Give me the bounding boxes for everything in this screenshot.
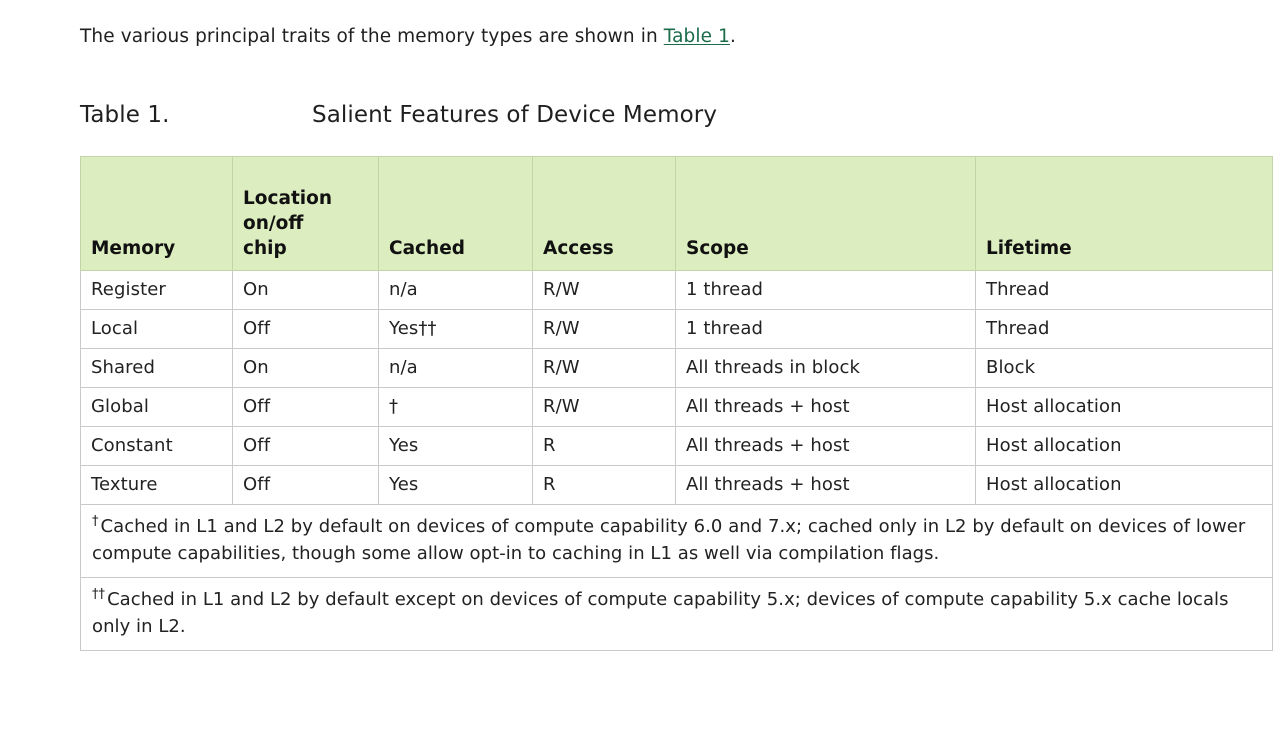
- column-header-access-label: Access: [543, 238, 614, 259]
- intro-text-before: The various principal traits of the memo…: [80, 25, 664, 47]
- table-container: Memory Location on/off chip Cached Acces…: [80, 156, 1273, 651]
- cell-lifetime: Block: [975, 348, 1273, 388]
- column-header-memory: Memory: [80, 156, 233, 271]
- column-header-cached: Cached: [378, 156, 533, 271]
- table-footnote-row: ††Cached in L1 and L2 by default except …: [80, 577, 1273, 651]
- table-row: Texture Off Yes R All threads + host Hos…: [80, 465, 1273, 505]
- footnote-marker-double-dagger: ††: [92, 587, 106, 602]
- footnote-dagger-text: Cached in L1 and L2 by default on device…: [92, 516, 1246, 564]
- cell-location: Off: [232, 309, 379, 349]
- cell-lifetime: Host allocation: [975, 387, 1273, 427]
- table-header: Memory Location on/off chip Cached Acces…: [80, 156, 1273, 271]
- column-header-memory-label: Memory: [91, 238, 176, 259]
- cell-cached: Yes: [378, 465, 533, 505]
- column-header-cached-label: Cached: [389, 238, 465, 259]
- column-header-scope-label: Scope: [686, 238, 749, 259]
- intro-paragraph: The various principal traits of the memo…: [80, 24, 736, 50]
- cell-access: R/W: [532, 309, 676, 349]
- table-row: Shared On n/a R/W All threads in block B…: [80, 348, 1273, 388]
- column-header-location: Location on/off chip: [232, 156, 379, 271]
- cell-scope: All threads in block: [675, 348, 976, 388]
- cell-scope: 1 thread: [675, 309, 976, 349]
- column-header-scope: Scope: [675, 156, 976, 271]
- cell-scope: All threads + host: [675, 426, 976, 466]
- cell-access: R/W: [532, 387, 676, 427]
- cell-access: R: [532, 465, 676, 505]
- cell-cached: Yes††: [378, 309, 533, 349]
- footnote-dagger: †Cached in L1 and L2 by default on devic…: [80, 504, 1273, 578]
- cell-scope: All threads + host: [675, 465, 976, 505]
- column-header-lifetime-label: Lifetime: [986, 238, 1072, 259]
- cell-location: Off: [232, 465, 379, 505]
- table-header-row: Memory Location on/off chip Cached Acces…: [80, 156, 1273, 271]
- cell-location: Off: [232, 387, 379, 427]
- cell-cached: Yes: [378, 426, 533, 466]
- cell-memory: Global: [80, 387, 233, 427]
- cell-memory: Texture: [80, 465, 233, 505]
- cell-access: R/W: [532, 348, 676, 388]
- cell-cached: †: [378, 387, 533, 427]
- cell-cached: n/a: [378, 270, 533, 310]
- table-body: Register On n/a R/W 1 thread Thread Loca…: [80, 270, 1273, 651]
- cell-lifetime: Host allocation: [975, 426, 1273, 466]
- cell-memory: Shared: [80, 348, 233, 388]
- column-header-access: Access: [532, 156, 676, 271]
- column-header-lifetime: Lifetime: [975, 156, 1273, 271]
- table-caption-title: Salient Features of Device Memory: [312, 102, 718, 128]
- footnote-marker-dagger: †: [92, 514, 99, 529]
- cell-memory: Register: [80, 270, 233, 310]
- footnote-double-dagger-text: Cached in L1 and L2 by default except on…: [92, 589, 1229, 637]
- table-1-link[interactable]: Table 1: [663, 25, 730, 47]
- table-caption-number: Table 1.: [80, 102, 170, 128]
- cell-memory: Constant: [80, 426, 233, 466]
- cell-access: R/W: [532, 270, 676, 310]
- table-row: Constant Off Yes R All threads + host Ho…: [80, 426, 1273, 466]
- cell-memory: Local: [80, 309, 233, 349]
- device-memory-table: Memory Location on/off chip Cached Acces…: [80, 156, 1273, 651]
- cell-lifetime: Host allocation: [975, 465, 1273, 505]
- table-row: Register On n/a R/W 1 thread Thread: [80, 270, 1273, 310]
- cell-access: R: [532, 426, 676, 466]
- column-header-location-line2: on/off: [243, 213, 304, 234]
- cell-location: On: [232, 270, 379, 310]
- footnote-double-dagger: ††Cached in L1 and L2 by default except …: [80, 577, 1273, 651]
- cell-location: Off: [232, 426, 379, 466]
- table-footnote-row: †Cached in L1 and L2 by default on devic…: [80, 504, 1273, 578]
- intro-text-after: .: [729, 25, 736, 47]
- cell-scope: All threads + host: [675, 387, 976, 427]
- column-header-location-line1: Location: [243, 188, 333, 209]
- table-caption: Table 1. Salient Features of Device Memor…: [80, 100, 717, 130]
- table-row: Global Off † R/W All threads + host Host…: [80, 387, 1273, 427]
- cell-lifetime: Thread: [975, 309, 1273, 349]
- column-header-location-line3: chip: [243, 238, 287, 259]
- table-row: Local Off Yes†† R/W 1 thread Thread: [80, 309, 1273, 349]
- cell-scope: 1 thread: [675, 270, 976, 310]
- cell-lifetime: Thread: [975, 270, 1273, 310]
- cell-location: On: [232, 348, 379, 388]
- cell-cached: n/a: [378, 348, 533, 388]
